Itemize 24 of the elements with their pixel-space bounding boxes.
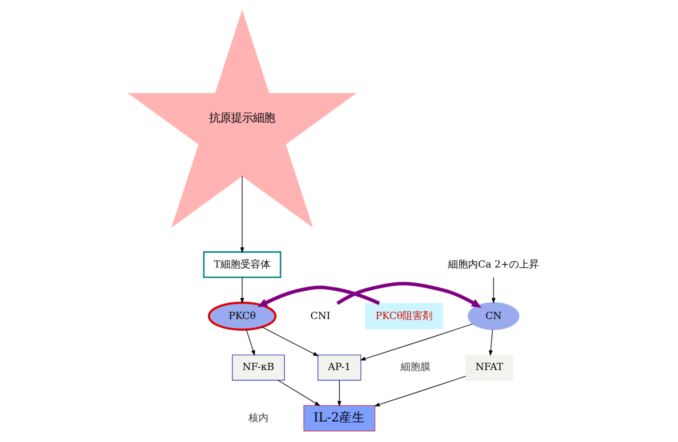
label: 核内 <box>248 412 268 424</box>
arrow <box>246 329 255 356</box>
node-box: NFAT <box>465 354 514 381</box>
node-ellipse: PKCθ <box>208 302 276 331</box>
arrow <box>258 286 380 308</box>
arrow <box>278 380 320 406</box>
arrow <box>336 282 482 308</box>
node-ellipse: CN <box>468 302 520 330</box>
node-text: 細胞内Ca 2+の上昇 <box>448 259 540 270</box>
node-box: T細胞受容体 <box>203 251 282 278</box>
node-box: IL-2産生 <box>303 405 376 432</box>
node-box: AP-1 <box>318 354 362 381</box>
arrow <box>492 277 496 304</box>
node-box: PKCθ阻害剤 <box>365 303 444 330</box>
label: 細胞膜 <box>400 362 430 374</box>
arrow <box>240 175 244 254</box>
arrow <box>262 326 319 356</box>
arrow <box>488 329 493 356</box>
arrow <box>337 380 342 407</box>
arrow <box>360 324 473 361</box>
node-text: CNI <box>310 310 330 322</box>
arrow <box>374 376 466 406</box>
arrow <box>240 277 244 304</box>
node-box: NF-κB <box>232 354 285 381</box>
